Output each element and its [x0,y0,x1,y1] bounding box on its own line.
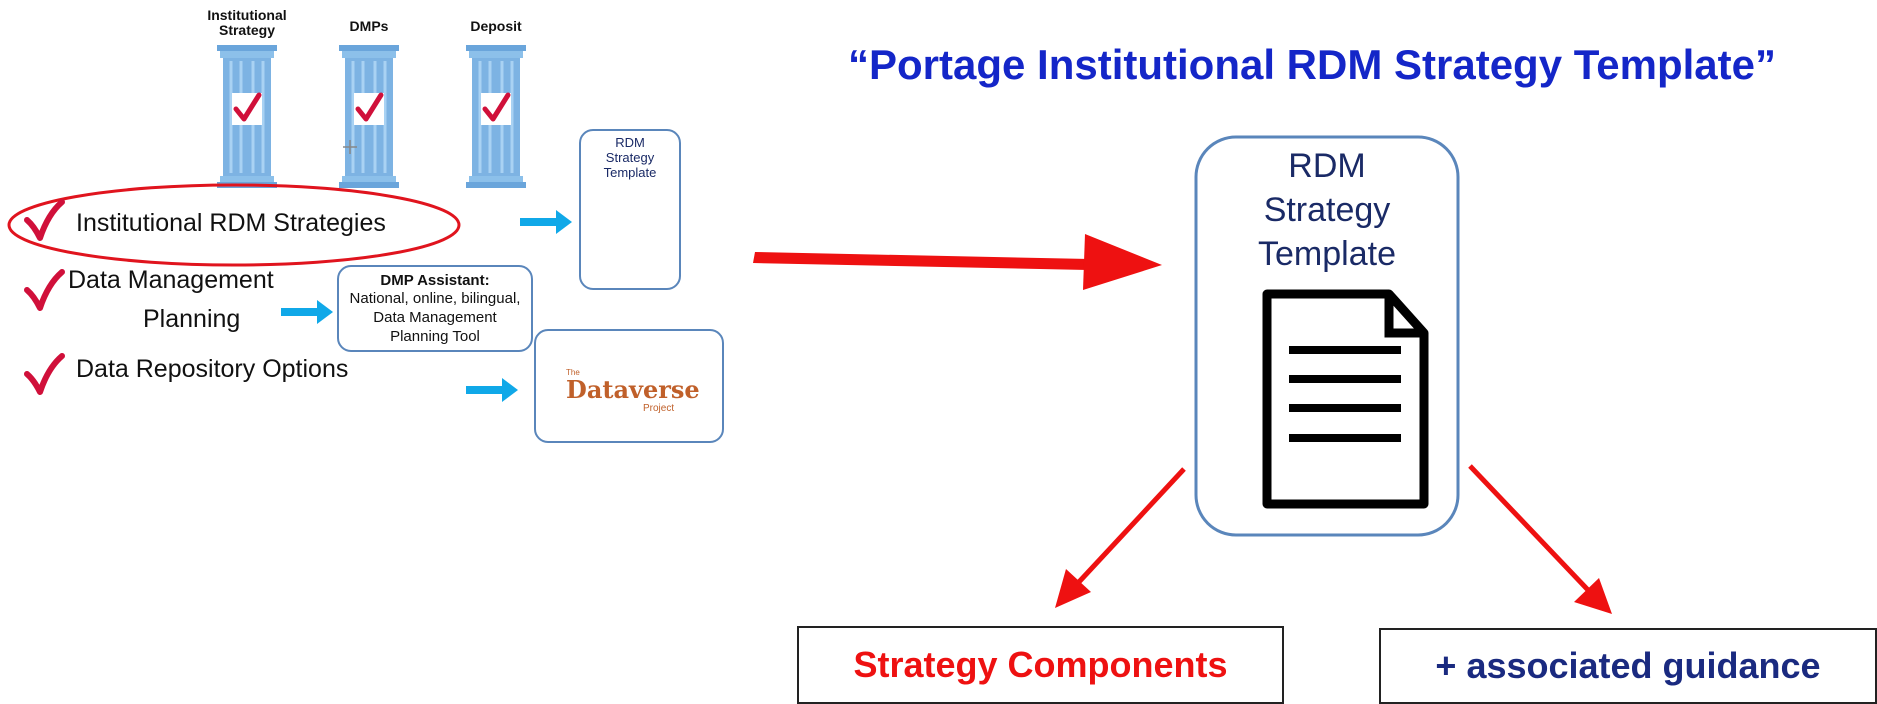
dmp-assistant-description: National, online, bilingual, Data Manage… [349,290,521,345]
pillar-label-institutional: Institutional Strategy [207,7,287,38]
pillar-label-deposit: Deposit [470,18,522,34]
rdm-template-label: RDM Strategy Template [603,135,657,180]
checkmark-icon [24,353,65,395]
list-item-repository: Data Repository Options [76,355,349,383]
list-item-dmp-line1: Data Management [68,266,274,294]
dmp-assistant-title: DMP Assistant: [380,272,490,289]
associated-guidance-box: + associated guidance [1379,628,1877,704]
highlight-ellipse [7,183,461,267]
list-item-dmp-line2: Planning [143,305,241,333]
arrow-icon [281,300,333,324]
pillar-icon-dmps [339,45,399,188]
pillar-label-dmps: DMPs [349,18,389,34]
dataverse-box [534,329,724,443]
arrow-icon [520,210,572,234]
dmp-assistant-box: DMP Assistant: National, online, bilingu… [337,265,533,352]
big-template-label: RDM Strategy Template [1258,147,1396,273]
arrow-icon [466,378,518,402]
arrow-icon [1468,464,1612,614]
pillar-icon-institutional [217,45,277,188]
list-item-rdm-strategies: Institutional RDM Strategies [76,209,386,237]
arrow-icon [753,234,1162,290]
rdm-template-box [579,129,681,290]
arrow-icon [1055,467,1186,608]
main-title: “Portage Institutional RDM Strategy Temp… [848,41,1776,88]
checkmark-icon [24,199,65,241]
cursor-move-icon [343,140,357,154]
checkmark-icon [24,269,65,311]
pillar-icon-deposit [466,45,526,188]
dataverse-name: Dataverse [566,375,700,404]
strategy-components-box: Strategy Components [797,626,1284,704]
document-icon [1262,289,1429,509]
dataverse-the: The [566,368,580,377]
dataverse-project: Project [643,403,675,414]
